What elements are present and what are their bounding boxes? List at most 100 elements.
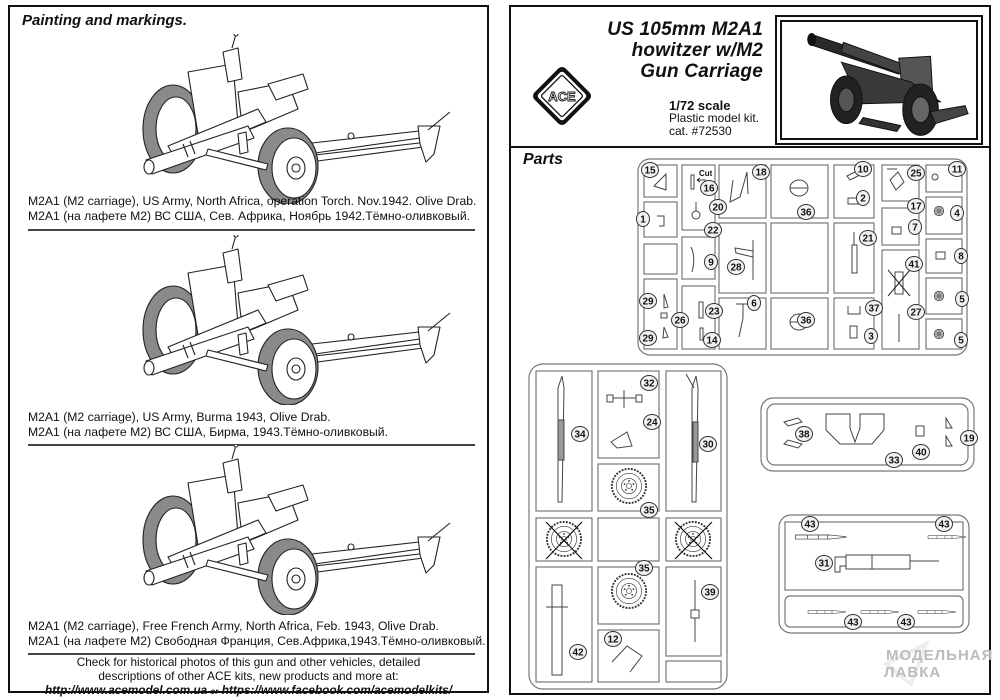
part-number-7: 7 [912,223,918,234]
part-6-shape [736,303,750,338]
part-number-19: 19 [963,434,975,445]
parts-heading: Parts [523,151,564,168]
ace-logo-icon: ACE [532,66,592,126]
gun-profile-scheme-1 [128,34,458,204]
part-number-31: 31 [818,559,830,570]
part-4-bubble [950,205,964,221]
watermark-line-2: ЛАВКА [884,664,942,681]
or-text: or [210,687,219,696]
part-43-shell [917,610,957,614]
part-number-43: 43 [938,520,950,531]
part-11-bubble [948,161,966,177]
part-number-4: 4 [954,209,960,220]
scheme-1-russian: M2A1 (на лафете M2) ВС США, Сев. Африка,… [28,209,471,223]
part-number-6: 6 [751,299,757,310]
part-28-bubble [727,259,745,275]
part-number-18: 18 [755,168,767,179]
website-link[interactable]: http://www.acemodel.com.ua [45,683,208,697]
part-17-bubble [907,198,925,214]
part-19-bubble [960,430,978,446]
part-29-bubble [639,293,657,309]
part-35-bubble [640,502,658,518]
part-number-23: 23 [708,307,720,318]
part-22-shape [691,210,701,220]
part-5-bubble [954,332,968,348]
scheme-1-english: M2A1 (M2 carriage), US Army, North Afric… [28,194,477,208]
part-16-shape [690,174,695,190]
part-number-2: 2 [860,194,866,205]
part-35-wheel-a [610,467,648,505]
part-15-shape [653,172,667,191]
footer-line-2: descriptions of other ACE kits, new prod… [98,669,399,683]
scheme-3-russian: M2A1 (на лафете M2) Свободная Франция, С… [28,634,486,648]
watermark-logo-icon [882,639,930,688]
part-31-shape [834,554,939,573]
part-number-38: 38 [798,430,810,441]
part-32-bubble [640,375,658,391]
part-number-36: 36 [800,208,812,219]
divider-rule [28,653,475,655]
catalog-number: cat. #72530 [669,124,732,138]
part-5-wheel-a [933,290,945,302]
kit-scale: 1/72 scale [669,98,731,113]
part-8-bubble [954,248,968,264]
part-24-shape [610,431,633,449]
part-43-shell [860,610,900,614]
logo-text: ACE [548,89,576,104]
watermark-line-1: МОДЕЛЬНАЯ [886,647,994,664]
part-18-20-shape [729,171,749,203]
part-number-39: 39 [704,588,716,599]
website-footer: Check for historical photos of this gun … [10,655,487,699]
part-number-30: 30 [702,440,714,451]
part-9-shape [690,246,695,273]
sprue-diagrams: Cut 151162220189282926292314636361022137… [528,158,978,690]
cut-arrow-icon [696,177,706,183]
part-1-shape [657,215,665,227]
footer-line-1: Check for historical photos of this gun … [76,655,421,669]
part-3-shape [849,325,858,339]
part-41-crossed [887,269,911,297]
part-34-bubble [571,426,589,442]
part-2-bubble [856,190,870,206]
part-7-shape [891,226,902,235]
part-number-27: 27 [910,308,922,319]
kit-info: 1/72 scale Plastic model kit. cat. #7253… [669,99,759,138]
crossed-wheel-right [674,520,712,558]
part-number-28: 28 [730,263,742,274]
part-number-41: 41 [908,260,920,271]
part-number-10: 10 [857,165,869,176]
part-number-35: 35 [643,506,655,517]
part-40-bubble [912,444,930,460]
part-12-bubble [604,631,622,647]
part-15-bubble [641,162,659,178]
part-number-5: 5 [959,295,965,306]
painting-heading: Painting and markings. [22,12,188,29]
part-number-11: 11 [952,165,963,176]
crossed-wheel-left [545,520,583,558]
part-number-34: 34 [574,430,586,441]
part-8-shape [935,251,946,260]
kit-title-line-2: howitzer w/M2 [631,40,763,61]
part-number-9: 9 [708,258,714,269]
part-30-bubble [699,436,717,452]
part-38-shape [783,417,803,427]
part-23-shape [698,301,704,319]
part-number-12: 12 [607,635,619,646]
part-41-bubble [905,256,923,272]
kit-title: US 105mm M2A1 howitzer w/M2 Gun Carriage [607,19,763,82]
part-number-29: 29 [642,297,654,308]
part-27-bubble [907,304,925,320]
part-42-bubble [569,644,587,660]
part-35-wheel-b [610,572,648,610]
part-number-25: 25 [910,169,922,180]
header-divider [511,146,989,148]
part-number-43: 43 [900,618,912,629]
gun-profile-scheme-2 [128,235,458,405]
scheme-1-caption: M2A1 (M2 carriage), US Army, North Afric… [28,194,476,224]
part-number-15: 15 [644,166,656,177]
scheme-2-caption: M2A1 (M2 carriage), US Army, Burma 1943,… [28,410,388,440]
kit-title-line-3: Gun Carriage [640,61,763,82]
scheme-3-english: M2A1 (M2 carriage), Free French Army, No… [28,619,439,633]
facebook-link[interactable]: https://www.facebook.com/acemodelkits/ [221,683,452,697]
part-26-bubble [671,312,689,328]
